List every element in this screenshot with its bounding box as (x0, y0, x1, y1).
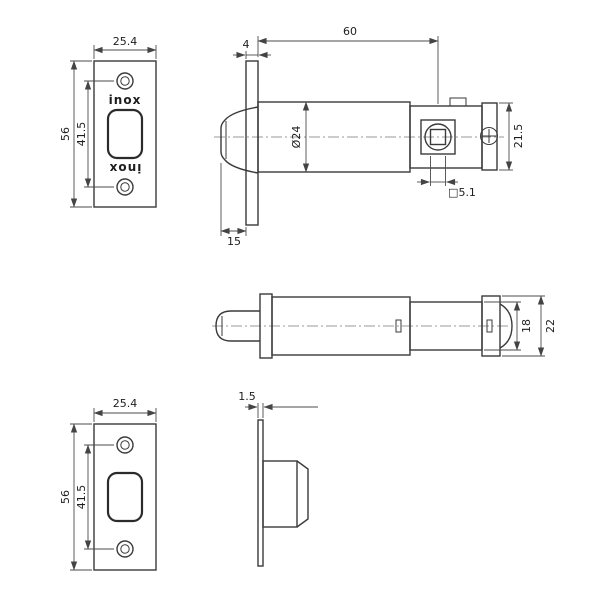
dim-label-body-diameter: Ø24 (290, 126, 303, 149)
logo-text-bottom-inverted: inox (109, 161, 142, 175)
bolt-body-edge-view (262, 460, 298, 528)
dim-label-hole-spacing: 41.5 (75, 122, 88, 147)
view-faceplate-plain: 25.4 56 41.5 (59, 397, 157, 571)
spindle-boss (420, 119, 456, 155)
dim-label-plain-height: 56 (59, 490, 72, 504)
dim-hole-spacing: 41.5 (75, 80, 114, 188)
dim-label-plain-width: 25.4 (113, 397, 138, 410)
dim-plate-thickness: 1.5 (238, 390, 318, 418)
dim-bolt-projection: 15 (220, 163, 247, 248)
dim-label-case-width: 18 (520, 319, 533, 333)
plain-screw-hole-bottom-inner (120, 544, 130, 554)
faceplate-plain-outline (93, 423, 157, 571)
dim-label-case-height: 21.5 (512, 124, 525, 149)
spindle-square-hole (429, 128, 447, 146)
dim-flange-width: 22 (502, 295, 557, 357)
latch-bolt-head (220, 106, 259, 174)
flange-slot (486, 319, 493, 333)
dim-label-flange-width: 22 (544, 319, 557, 333)
dim-plain-height: 56 (59, 423, 92, 571)
plain-screw-hole-top (116, 436, 134, 454)
screw-hole-bottom (116, 178, 134, 196)
dim-faceplate-height: 56 (59, 60, 92, 208)
bolt-nose-bevel (296, 460, 309, 528)
dim-label-spindle-hole: □5.1 (448, 186, 476, 199)
faceplate-outline (93, 60, 157, 208)
dim-plain-width: 25.4 (93, 397, 157, 422)
screw-hole-top (116, 72, 134, 90)
dim-label-plate-thickness: 1.5 (238, 390, 256, 403)
dim-label-plain-hole-spacing: 41.5 (75, 485, 88, 510)
dim-label-faceplate-thickness: 4 (243, 38, 250, 51)
screw-hole-bottom-inner (120, 182, 130, 192)
dim-label-faceplate-height: 56 (59, 127, 72, 141)
view-latch-top: 18 22 (212, 293, 557, 359)
dim-backset: 60 (257, 25, 439, 104)
view-faceplate-edge: 1.5 (238, 390, 318, 567)
plain-latch-cutout (106, 471, 144, 523)
latch-cutout (106, 108, 144, 160)
dim-faceplate-width: 25.4 (93, 35, 157, 59)
dim-faceplate-thickness: 4 (233, 38, 271, 59)
spindle-bore (424, 123, 452, 151)
dim-label-bolt-projection: 15 (227, 235, 241, 248)
view-latch-side: 60 4 Ø24 21.5 □5.1 (214, 25, 525, 248)
screw-hole-top-inner (120, 76, 130, 86)
flange-top-view (481, 295, 501, 357)
dim-case-width: 18 (484, 301, 533, 351)
logo-text-top: inox (109, 93, 142, 107)
dim-body-diameter: Ø24 (290, 101, 310, 173)
view-faceplate-front: inox inox 25.4 56 41.5 (59, 35, 157, 208)
faceplate-edge-profile (257, 419, 264, 567)
plain-screw-hole-top-inner (120, 440, 130, 450)
dim-plain-hole-spacing: 41.5 (75, 444, 114, 550)
faceplate-edge (245, 60, 259, 226)
dim-label-backset: 60 (343, 25, 357, 38)
barrel-slot (395, 319, 402, 333)
bolt-head-top-view (215, 310, 260, 342)
phillips-screw-head (480, 127, 498, 145)
dim-spindle-hole: □5.1 (417, 156, 476, 199)
case-top-tab (449, 97, 467, 107)
dim-label-faceplate-width: 25.4 (113, 35, 138, 48)
screw-cap-profile (499, 303, 513, 349)
plain-screw-hole-bottom (116, 540, 134, 558)
dim-case-height: 21.5 (499, 102, 525, 171)
